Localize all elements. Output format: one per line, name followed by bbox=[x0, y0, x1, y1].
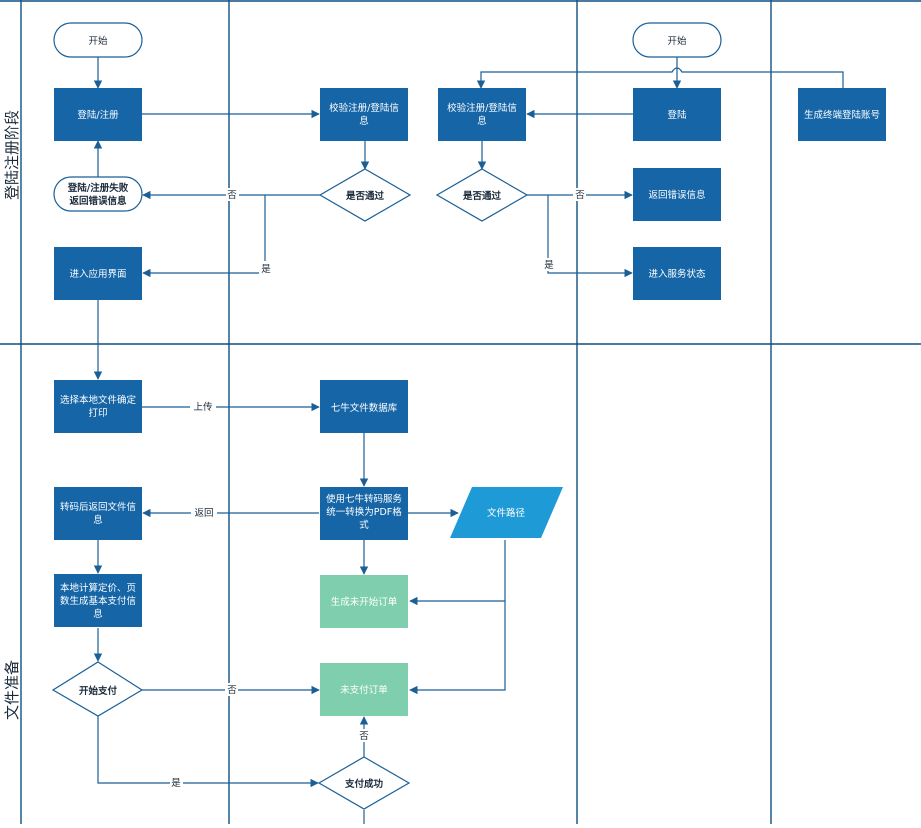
edge-filepath-to-order bbox=[409, 540, 506, 606]
unpaid-order-box bbox=[320, 663, 408, 716]
edge-label-no-unpaid: 否 bbox=[359, 731, 369, 742]
edge-label-yes-pay: 是 bbox=[171, 778, 181, 789]
verify-right-label-1: 校验注册/登陆信 bbox=[447, 102, 517, 114]
edge-label-no-left: 否 bbox=[227, 190, 237, 201]
select-file-box bbox=[54, 380, 142, 433]
enter-service-box bbox=[633, 247, 721, 300]
gen-order-box bbox=[320, 575, 408, 628]
fail-left-label-1: 登陆/注册失败 bbox=[67, 182, 129, 194]
enter-app-label: 进入应用界面 bbox=[69, 268, 126, 280]
file-path-label: 文件路径 bbox=[487, 507, 526, 519]
verify-box-right bbox=[438, 88, 526, 141]
verify-right-label-2: 息 bbox=[477, 115, 487, 127]
login-register-box bbox=[54, 88, 142, 141]
transcode-label-2: 息 bbox=[93, 514, 103, 526]
calc-price-label-3: 息 bbox=[93, 608, 103, 620]
convert-pdf-label-2: 统一转换为PDF格 bbox=[326, 506, 402, 518]
decision-right bbox=[435, 168, 529, 222]
phase-label-file-prep: 文件准备 bbox=[3, 660, 21, 720]
start-right-label: 开始 bbox=[667, 35, 687, 47]
select-file-label-1: 选择本地文件确定 bbox=[60, 394, 137, 406]
return-error-box bbox=[633, 168, 721, 221]
return-error-label: 返回错误信息 bbox=[648, 189, 705, 201]
qiniu-db-label: 七牛文件数据库 bbox=[331, 402, 398, 414]
transcode-box bbox=[54, 487, 142, 540]
gen-order-label: 生成未开始订单 bbox=[331, 596, 398, 608]
edge-label-return: 返回 bbox=[194, 507, 213, 519]
verify-left-label-2: 息 bbox=[359, 115, 369, 127]
gen-account-label: 生成终端登陆账号 bbox=[804, 109, 880, 121]
select-file-label-2: 打印 bbox=[88, 407, 107, 419]
pay-success-decision bbox=[317, 756, 411, 810]
edge-label-upload: 上传 bbox=[193, 401, 213, 413]
edge-decision-yes-to-app bbox=[142, 195, 266, 278]
shapes bbox=[51, 22, 886, 810]
calc-price-label-2: 数生成基本支付信 bbox=[60, 595, 136, 607]
calc-price-box bbox=[54, 574, 142, 627]
qiniu-db-box bbox=[320, 380, 408, 433]
edge-top-bus bbox=[476, 67, 844, 89]
decision-left bbox=[318, 168, 412, 222]
start-pay-label: 开始支付 bbox=[79, 685, 118, 697]
login-right-label: 登陆 bbox=[667, 109, 687, 121]
start-terminal-right bbox=[632, 22, 722, 58]
convert-pdf-label-3: 式 bbox=[359, 519, 369, 531]
calc-price-label-1: 本地计算定价、页 bbox=[60, 582, 136, 594]
edge-labels: 否 是 否 是 上传 返回 否 否 是 bbox=[170, 188, 586, 789]
convert-pdf-label-1: 使用七牛转码服务 bbox=[326, 493, 403, 505]
edge-label-yes-left: 是 bbox=[261, 264, 271, 275]
verify-box-left bbox=[320, 88, 408, 141]
fail-terminal-left bbox=[53, 176, 143, 212]
file-path-io bbox=[450, 487, 563, 538]
start-left-label: 开始 bbox=[88, 35, 108, 47]
fail-left-label-2: 返回错误信息 bbox=[69, 195, 127, 207]
phase-label-registration: 登陆注册阶段 bbox=[3, 110, 21, 200]
transcode-label-1: 转码后返回文件信 bbox=[60, 501, 136, 513]
enter-service-label: 进入服务状态 bbox=[648, 268, 706, 280]
verify-left-label-1: 校验注册/登陆信 bbox=[329, 102, 399, 114]
start-terminal-left bbox=[53, 22, 143, 58]
node-labels: 开始 登陆/注册 校验注册/登陆信 息 是否通过 登陆/注册失败 返回错误信息 … bbox=[60, 35, 880, 790]
enter-app-box bbox=[54, 247, 142, 300]
login-box-right bbox=[633, 88, 721, 141]
pay-success-label: 支付成功 bbox=[344, 778, 384, 790]
pass-left-label: 是否通过 bbox=[345, 190, 385, 202]
login-register-label: 登陆/注册 bbox=[77, 109, 119, 121]
convert-pdf-box bbox=[320, 487, 408, 540]
edge-label-yes-right: 是 bbox=[544, 260, 554, 271]
edge-startpay-yes-to-success bbox=[97, 716, 319, 788]
edge-decision-yes-to-service bbox=[547, 195, 633, 278]
connectors bbox=[93, 57, 844, 824]
unpaid-order-label: 未支付订单 bbox=[340, 684, 388, 696]
gen-account-box bbox=[798, 88, 886, 141]
edge-label-no-right: 否 bbox=[575, 190, 585, 201]
start-pay-decision bbox=[51, 661, 144, 717]
pass-right-label: 是否通过 bbox=[462, 190, 502, 202]
edge-label-no-pay: 否 bbox=[227, 685, 237, 696]
edge-filepath-to-unpaid bbox=[409, 601, 506, 695]
